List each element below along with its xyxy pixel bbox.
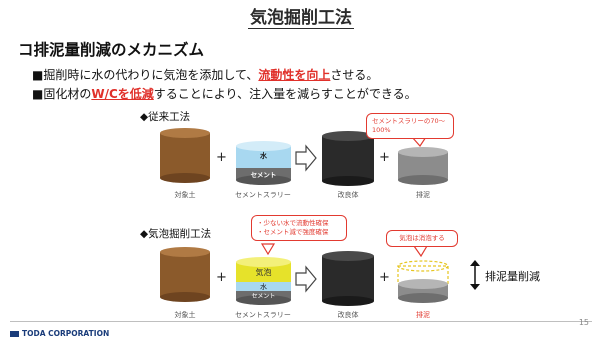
foam-slurry-cylinder [236, 257, 291, 305]
reduction-label: 排泥量削減 [485, 270, 540, 283]
foam-arrow-icon [295, 265, 317, 293]
foam-defoam-callout: 気泡は消泡する [386, 230, 458, 247]
section-conventional: ◆従来工法 [140, 111, 191, 123]
foam-foam-label: 気泡 [255, 268, 272, 277]
foam-improved-cylinder [322, 251, 374, 306]
conv-plus-1: + [216, 150, 227, 165]
footer-divider [10, 321, 592, 322]
foam-soil-cylinder [160, 247, 210, 302]
conv-improved-cylinder [322, 131, 374, 186]
conv-slurry-ratio-callout: セメントスラリーの70～100% [366, 113, 454, 139]
conv-arrow-icon [295, 144, 317, 172]
foam-soil-label: 対象土 [174, 311, 196, 319]
foam-plus-2: + [379, 270, 390, 285]
highlight-wc-ratio: W/Cを低減 [91, 87, 154, 101]
foam-improved-label: 改良体 [337, 311, 359, 319]
conv-soil-label: 対象土 [174, 191, 196, 199]
conv-soil-cylinder [160, 128, 210, 183]
foam-water-label: 水 [260, 283, 267, 291]
logo-mark-icon [10, 331, 19, 337]
foam-waste-label: 排泥 [416, 311, 430, 319]
slide-heading: コ排泥量削減のメカニズム [18, 41, 205, 59]
conv-plus-2: + [379, 150, 390, 165]
foam-waste-cylinder [397, 260, 449, 303]
foam-slurry-callout: ・少ない水で流動性確保 ・セメント減で強度確保 [251, 215, 347, 241]
page-number: 15 [578, 318, 589, 327]
conv-cement-label: セメント [250, 171, 277, 179]
conv-water-label: 水 [260, 152, 267, 160]
company-logo: TODA CORPORATION [10, 329, 109, 338]
conv-improved-label: 改良体 [337, 191, 359, 199]
foam-plus-1: + [216, 270, 227, 285]
reduction-arrow-icon [470, 260, 480, 290]
conv-waste-cylinder [398, 147, 448, 185]
foam-slurry-label: セメントスラリー [235, 311, 291, 319]
section-foam: ◆気泡掘削工法 [140, 228, 212, 240]
highlight-fluidity: 流動性を向上 [258, 68, 331, 82]
bullet-1: ■掘削時に水の代わりに気泡を添加して、流動性を向上させる。 [32, 68, 379, 82]
conv-waste-label: 排泥 [416, 191, 430, 199]
foam-cement-label: セメント [251, 293, 276, 300]
conv-slurry-label: セメントスラリー [235, 191, 291, 199]
slide-title: 気泡掘削工法 [248, 8, 354, 29]
conv-slurry-cylinder [236, 141, 291, 185]
bullet-2: ■固化材のW/Cを低減することにより、注入量を減らすことができる。 [32, 87, 417, 101]
